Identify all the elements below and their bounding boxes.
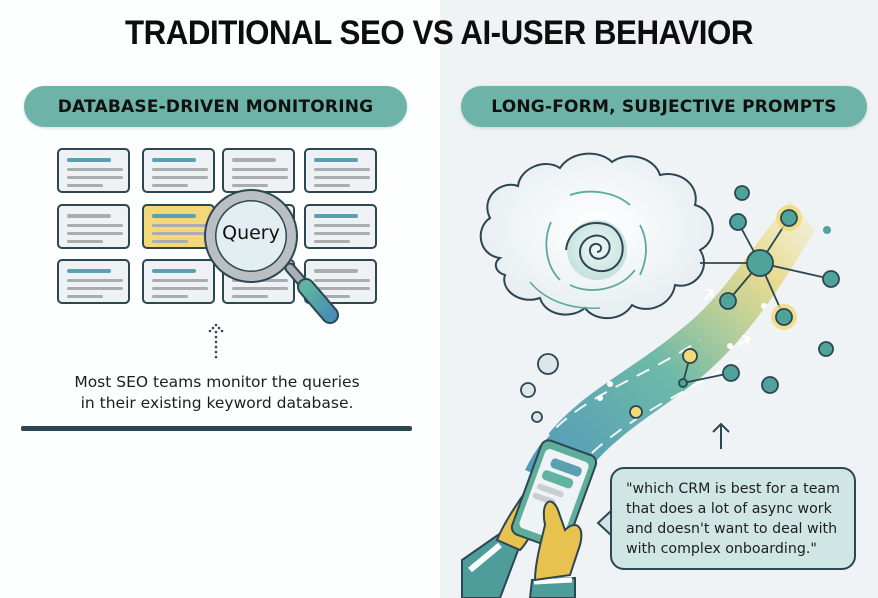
- thought-cloud-icon: [479, 152, 714, 423]
- magnifier-label: Query: [222, 222, 280, 244]
- speech-bubble-tail: [596, 509, 613, 537]
- dotted-up-arrow-icon: [208, 323, 224, 359]
- phone-in-hands-icon: [461, 439, 598, 598]
- keyword-card: [57, 259, 130, 304]
- network-graph-icon: [629, 185, 840, 419]
- keyword-card: [142, 259, 215, 304]
- right-panel-header: LONG-FORM, SUBJECTIVE PROMPTS: [461, 86, 867, 127]
- user-prompt-bubble: "which CRM is best for a team that does …: [610, 467, 856, 570]
- right-panel-header-label: LONG-FORM, SUBJECTIVE PROMPTS: [491, 96, 837, 117]
- page-title: TRADITIONAL SEO VS AI-USER BEHAVIOR: [124, 14, 754, 52]
- keyword-card: [304, 204, 377, 249]
- prompt-line: "which CRM is best for a team: [626, 481, 840, 497]
- keyword-card: [304, 148, 377, 193]
- keyword-card-selected: [142, 204, 215, 249]
- keyword-card: [222, 148, 295, 193]
- keyword-card: [57, 204, 130, 249]
- left-caption: Most SEO teams monitor the queries in th…: [22, 372, 412, 414]
- caption-line: Most SEO teams monitor the queries: [74, 373, 360, 391]
- caption-line: in their existing keyword database.: [80, 394, 354, 412]
- keyword-card: [57, 148, 130, 193]
- up-arrow-icon: [712, 422, 730, 449]
- prompt-line: that does a lot of async work: [626, 501, 832, 517]
- left-panel-header-label: DATABASE-DRIVEN MONITORING: [57, 96, 374, 117]
- divider: [21, 426, 412, 431]
- prompt-line: and doesn't want to deal with: [626, 521, 838, 537]
- keyword-card: [142, 148, 215, 193]
- prompt-line: with complex onboarding.": [626, 541, 817, 557]
- left-panel-header: DATABASE-DRIVEN MONITORING: [24, 86, 407, 127]
- data-stream: [525, 200, 815, 490]
